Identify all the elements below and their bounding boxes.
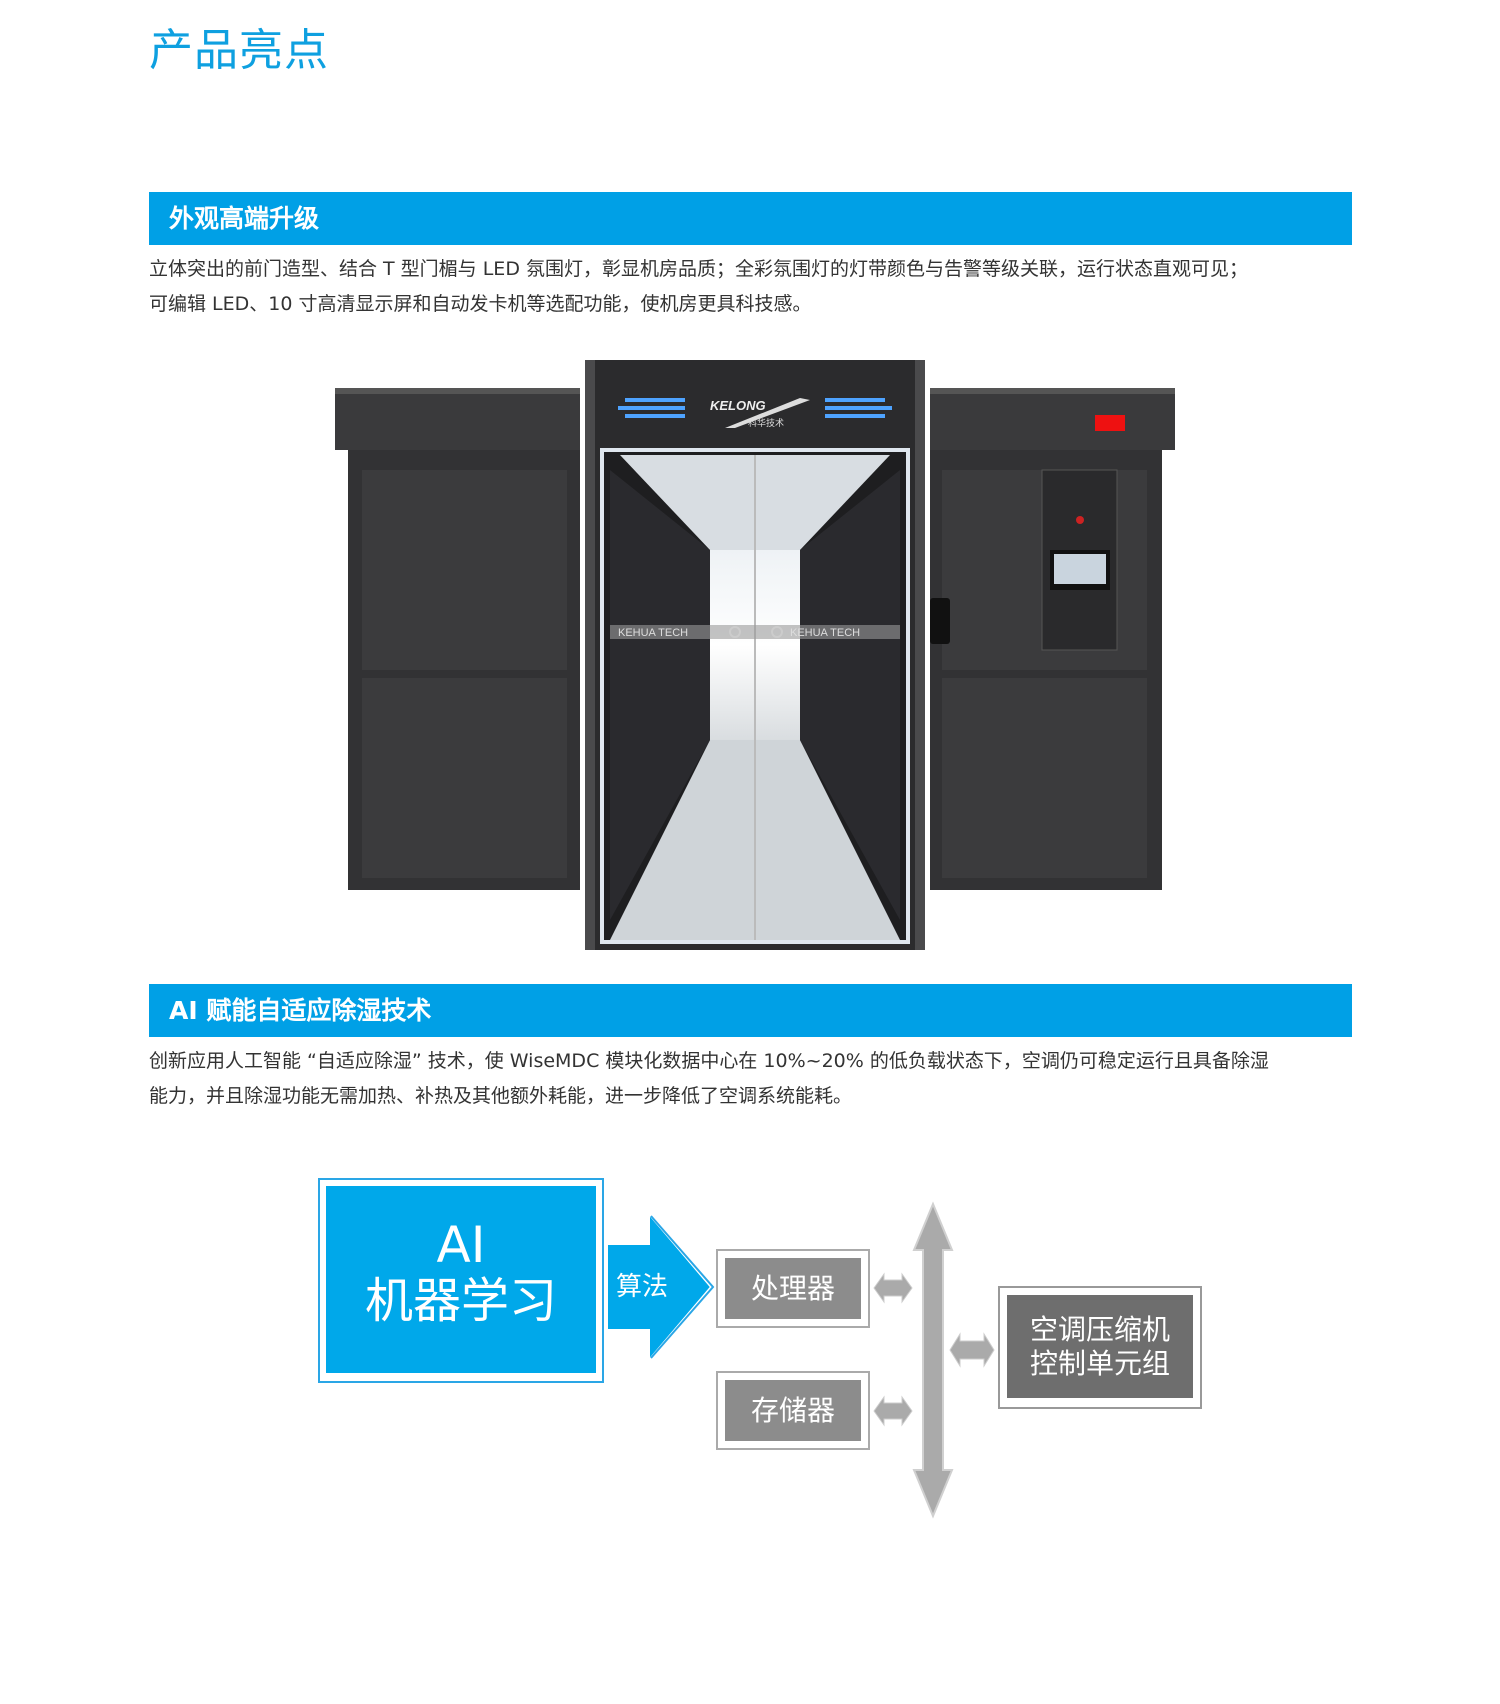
algorithm-arrow-icon — [606, 1212, 715, 1362]
body-line: 能力，并且除湿功能无需加热、补热及其他额外耗能，进一步降低了空调系统能耗。 — [149, 1085, 853, 1107]
section-body-ai-dehumidification: 创新应用人工智能 “自适应除湿” 技术，使 WiseMDC 模块化数据中心在 1… — [149, 1044, 1359, 1114]
page-title: 产品亮点 — [149, 25, 329, 76]
product-image-modular-data-center: KELONG 科华技术 KEHUA TECH KEHUA TECH — [335, 360, 1175, 950]
logo: KELONG — [710, 398, 766, 413]
face-recognition-terminal — [930, 598, 950, 644]
bus-arrows — [873, 1201, 995, 1519]
control-label-line1: 空调压缩机 — [1029, 1313, 1170, 1346]
left-cabinet — [335, 388, 580, 890]
section-heading-ai-dehumidification: AI 赋能自适应除湿技术 — [149, 984, 1352, 1037]
svg-text:KEHUA TECH: KEHUA TECH — [618, 627, 688, 639]
storage-double-arrow-icon — [873, 1395, 913, 1427]
machine-learning-label: 机器学习 — [364, 1273, 557, 1329]
body-line: 立体突出的前门造型、结合 T 型门楣与 LED 氛围灯，彰显机房品质；全彩氛围灯… — [149, 258, 1248, 280]
storage-box: 存储器 — [716, 1371, 870, 1450]
control-label-line2: 控制单元组 — [1029, 1347, 1170, 1380]
ai-label: AI — [436, 1216, 486, 1274]
door-handle-left — [729, 626, 741, 638]
vertical-bus-arrow-icon — [912, 1201, 954, 1519]
body-line: 可编辑 LED、10 寸高清显示屏和自动发卡机等选配功能，使机房更具科技感。 — [149, 293, 812, 315]
front-door: KELONG 科华技术 KEHUA TECH KEHUA TECH — [585, 360, 925, 950]
svg-text:科华技术: 科华技术 — [748, 417, 784, 429]
compressor-control-unit-box: 空调压缩机 控制单元组 — [998, 1286, 1202, 1409]
door-handle-right — [771, 626, 783, 638]
red-status-light — [1095, 415, 1125, 431]
led-ambient-light-right — [825, 398, 892, 418]
algorithm-label: 算法 — [616, 1272, 669, 1302]
section-heading-appearance: 外观高端升级 — [149, 192, 1352, 245]
processor-box: 处理器 — [716, 1249, 870, 1328]
control-double-arrow-icon — [949, 1332, 995, 1368]
body-line: 创新应用人工智能 “自适应除湿” 技术，使 WiseMDC 模块化数据中心在 1… — [149, 1050, 1269, 1072]
ai-machine-learning-box: AI 机器学习 — [318, 1178, 604, 1383]
right-cabinet — [930, 388, 1175, 890]
led-ambient-light-left — [618, 398, 685, 418]
section-body-appearance: 立体突出的前门造型、结合 T 型门楣与 LED 氛围灯，彰显机房品质；全彩氛围灯… — [149, 252, 1359, 322]
svg-text:KEHUA TECH: KEHUA TECH — [790, 627, 860, 639]
processor-double-arrow-icon — [873, 1272, 913, 1304]
